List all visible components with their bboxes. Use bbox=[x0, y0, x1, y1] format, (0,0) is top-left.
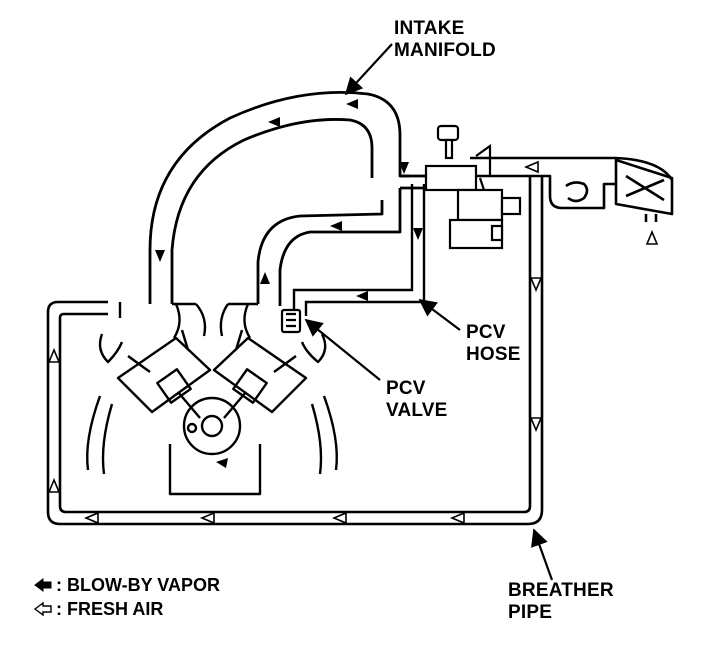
pcv-valve-label-line-1: PCV bbox=[386, 378, 426, 399]
fresh-arrow-10 bbox=[523, 160, 539, 174]
flow-arrow-4 bbox=[155, 250, 165, 262]
flow-arrow-1 bbox=[268, 117, 280, 127]
fresh-arrow-9 bbox=[645, 229, 659, 245]
breather-pipe-label: BREATHER PIPE bbox=[508, 580, 614, 624]
fresh-arrow-3 bbox=[331, 511, 347, 525]
flow-arrow-9 bbox=[216, 458, 228, 468]
engine-block bbox=[86, 302, 338, 496]
intake-manifold-label-line-1: INTAKE bbox=[394, 18, 465, 39]
fresh-arrow-2 bbox=[199, 511, 215, 525]
solid-arrow-icon bbox=[34, 578, 52, 592]
fresh-arrow-7 bbox=[529, 277, 543, 293]
fresh-arrow-1 bbox=[83, 511, 99, 525]
fresh-arrow-5 bbox=[47, 347, 61, 363]
breather-pipe-label-line-2: PIPE bbox=[508, 602, 553, 623]
blow-by-flow-arrows bbox=[155, 99, 423, 468]
intake-manifold-pipe bbox=[148, 91, 452, 306]
fresh-arrow-8 bbox=[529, 417, 543, 433]
legend-fresh-air-text: : FRESH AIR bbox=[56, 599, 164, 619]
flow-arrow-6 bbox=[399, 162, 409, 174]
intake-manifold-label-line-2: MANIFOLD bbox=[394, 40, 496, 61]
pcv-hose-label-line-1: PCV bbox=[466, 322, 506, 343]
intake-manifold-leader bbox=[344, 43, 393, 96]
pcv-hose-label: PCV HOSE bbox=[466, 322, 521, 366]
flow-arrow-8 bbox=[356, 291, 368, 301]
fresh-air-flow-arrows bbox=[47, 160, 659, 525]
flow-arrow-7 bbox=[413, 228, 423, 240]
throttle-body bbox=[424, 124, 522, 250]
pcv-valve-label: PCV VALVE bbox=[386, 378, 448, 422]
flow-arrow-2 bbox=[346, 99, 358, 109]
pcv-hose-leader bbox=[418, 298, 461, 331]
legend-blow-by-vapor-text: : BLOW-BY VAPOR bbox=[56, 575, 220, 595]
pcv-valve-leader bbox=[304, 318, 381, 381]
breather-pipe-leader bbox=[531, 528, 554, 581]
intake-manifold-label: INTAKE MANIFOLD bbox=[394, 18, 496, 62]
leader-lines bbox=[304, 43, 554, 581]
pcv-valve bbox=[280, 308, 302, 334]
pcv-valve-label-line-2: VALVE bbox=[386, 400, 448, 421]
pcv-hose bbox=[292, 184, 426, 316]
breather-pipe-label-line-1: BREATHER bbox=[508, 580, 614, 601]
fresh-arrow-6 bbox=[47, 477, 61, 493]
legend-blow-by-vapor: : BLOW-BY VAPOR bbox=[34, 574, 220, 596]
breather-pipe-loop bbox=[46, 184, 544, 526]
air-intake-duct bbox=[470, 156, 674, 222]
flow-arrow-3 bbox=[330, 221, 342, 231]
legend-fresh-air: : FRESH AIR bbox=[34, 598, 163, 620]
flow-arrow-5 bbox=[260, 272, 270, 284]
pcv-hose-label-line-2: HOSE bbox=[466, 344, 521, 365]
hollow-arrow-icon bbox=[34, 602, 52, 616]
fresh-arrow-4 bbox=[449, 511, 465, 525]
